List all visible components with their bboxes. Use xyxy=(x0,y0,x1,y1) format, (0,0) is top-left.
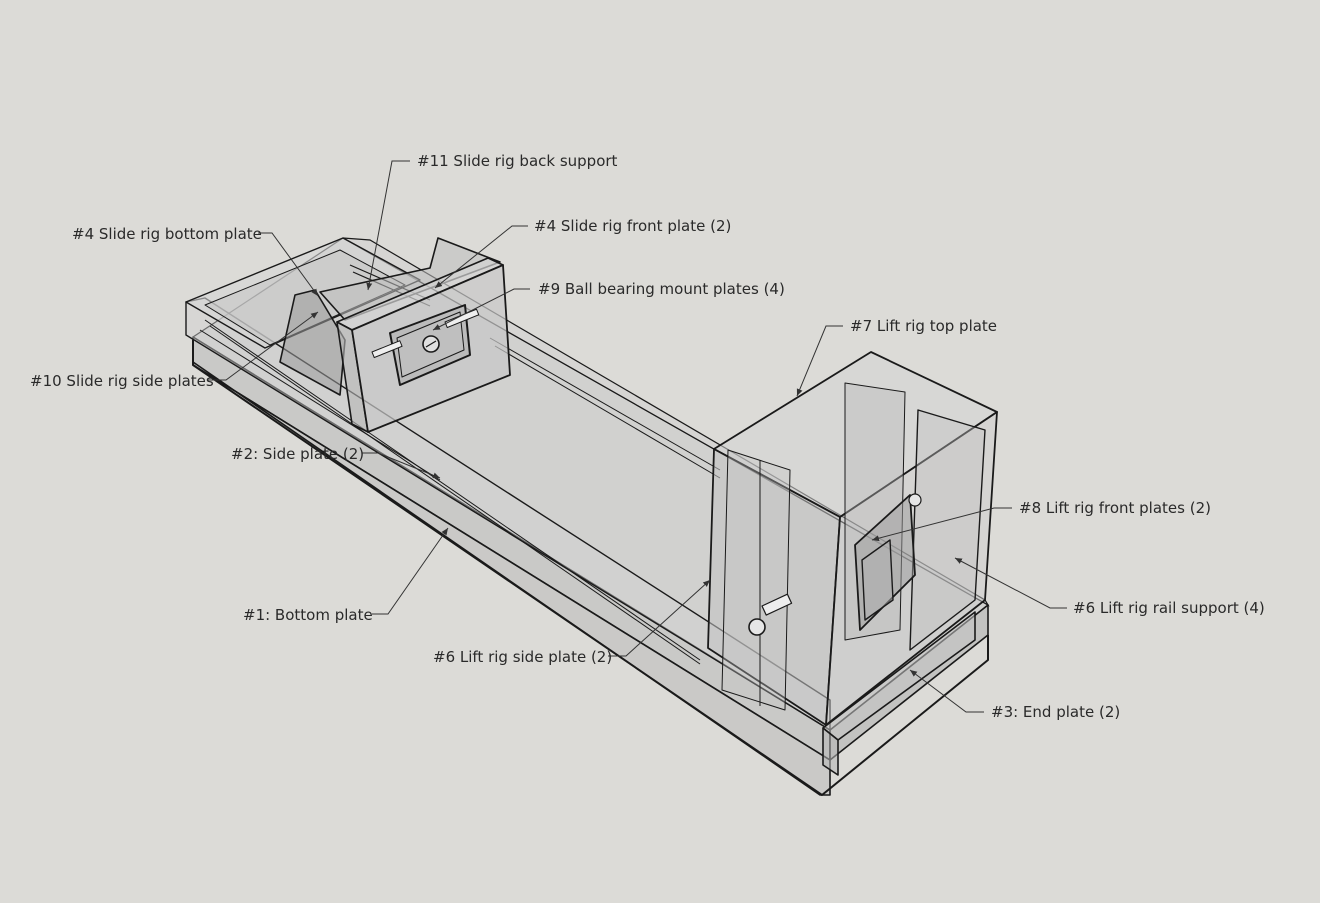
leader-end-plate xyxy=(909,669,984,713)
label-ball-bearing-mount-plates: #9 Ball bearing mount plates (4) xyxy=(538,280,785,298)
leader-slide-rig-back-support xyxy=(366,160,410,291)
label-slide-rig-bottom-plate: #4 Slide rig bottom plate xyxy=(72,225,262,243)
leader-lift-rig-top-plate xyxy=(796,325,843,397)
label-bottom-plate: #1: Bottom plate xyxy=(243,606,373,624)
label-lift-rig-side-plate: #6 Lift rig side plate (2) xyxy=(433,648,613,666)
leader-slide-rig-bottom-plate xyxy=(258,232,319,297)
end-plate-shape xyxy=(822,611,976,776)
label-lift-rig-top-plate: #7 Lift rig top plate xyxy=(850,317,998,335)
label-slide-rig-front-plate: #4 Slide rig front plate (2) xyxy=(534,217,732,235)
leader-lift-rig-front-plates xyxy=(871,507,1012,542)
leader-slide-rig-front-plate xyxy=(434,225,528,289)
label-slide-rig-back-support: #11 Slide rig back support xyxy=(417,152,618,170)
label-side-plate: #2: Side plate (2) xyxy=(231,445,365,463)
leader-lift-rig-rail-support xyxy=(954,557,1067,609)
leader-slide-rig-side-plates xyxy=(208,311,319,381)
leader-lines xyxy=(208,160,1067,713)
label-lift-rig-rail-support: #6 Lift rig rail support (4) xyxy=(1073,599,1265,617)
slide-rig-front-plate-shape xyxy=(336,257,511,433)
label-slide-rig-side-plates: #10 Slide rig side plates xyxy=(30,372,214,390)
leader-bottom-plate xyxy=(372,527,449,615)
label-end-plate: #3: End plate (2) xyxy=(991,703,1121,721)
leader-ball-bearing-mount-plates xyxy=(432,288,530,331)
lift-rig-shape xyxy=(707,351,998,726)
label-lift-rig-front-plates: #8 Lift rig front plates (2) xyxy=(1019,499,1211,517)
leader-lift-rig-side-plate xyxy=(608,579,711,657)
leader-side-plate xyxy=(362,452,441,479)
